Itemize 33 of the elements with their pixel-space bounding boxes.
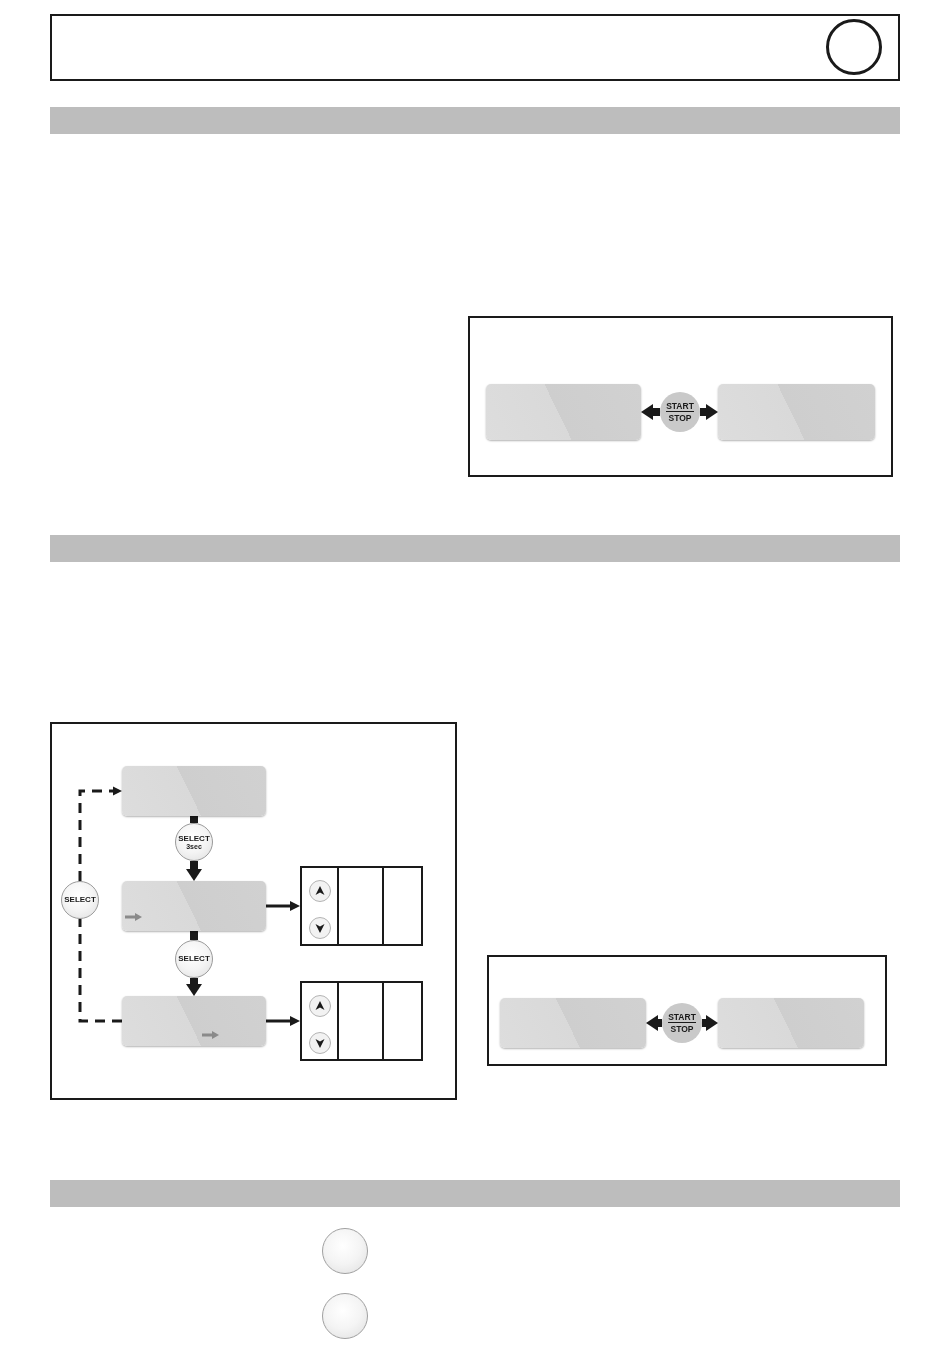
dashed-arrow <box>78 786 122 881</box>
section-band <box>50 107 900 134</box>
arrow <box>266 1016 300 1026</box>
arrow <box>700 404 718 420</box>
start-stop-button: START STOP <box>660 392 700 432</box>
select-button: SELECT <box>61 881 99 919</box>
arrow <box>186 861 202 881</box>
display-screen <box>718 998 864 1048</box>
display-screen <box>500 998 646 1048</box>
table-grid <box>300 981 423 1061</box>
figure-frame <box>468 316 893 477</box>
figure-frame <box>50 722 457 1100</box>
start-stop-button: START STOP <box>662 1003 702 1043</box>
arrow <box>646 1015 662 1031</box>
arrow <box>641 404 660 420</box>
round-button <box>322 1228 368 1274</box>
display-screen <box>122 881 266 931</box>
select-button: SELECT <box>175 940 213 978</box>
section-band <box>50 535 900 562</box>
display-screen <box>122 766 266 816</box>
display-screen <box>718 384 875 440</box>
dashed-connector-line <box>78 919 122 1023</box>
display-screen <box>486 384 641 440</box>
connector-line <box>190 816 198 823</box>
arrow <box>266 901 300 911</box>
arrow <box>186 978 202 996</box>
connector-line <box>190 931 198 940</box>
display-screen <box>122 996 266 1046</box>
round-button <box>322 1293 368 1339</box>
figure-frame <box>487 955 887 1066</box>
table-grid <box>300 866 423 946</box>
section-band <box>50 1180 900 1207</box>
arrow <box>702 1015 718 1031</box>
